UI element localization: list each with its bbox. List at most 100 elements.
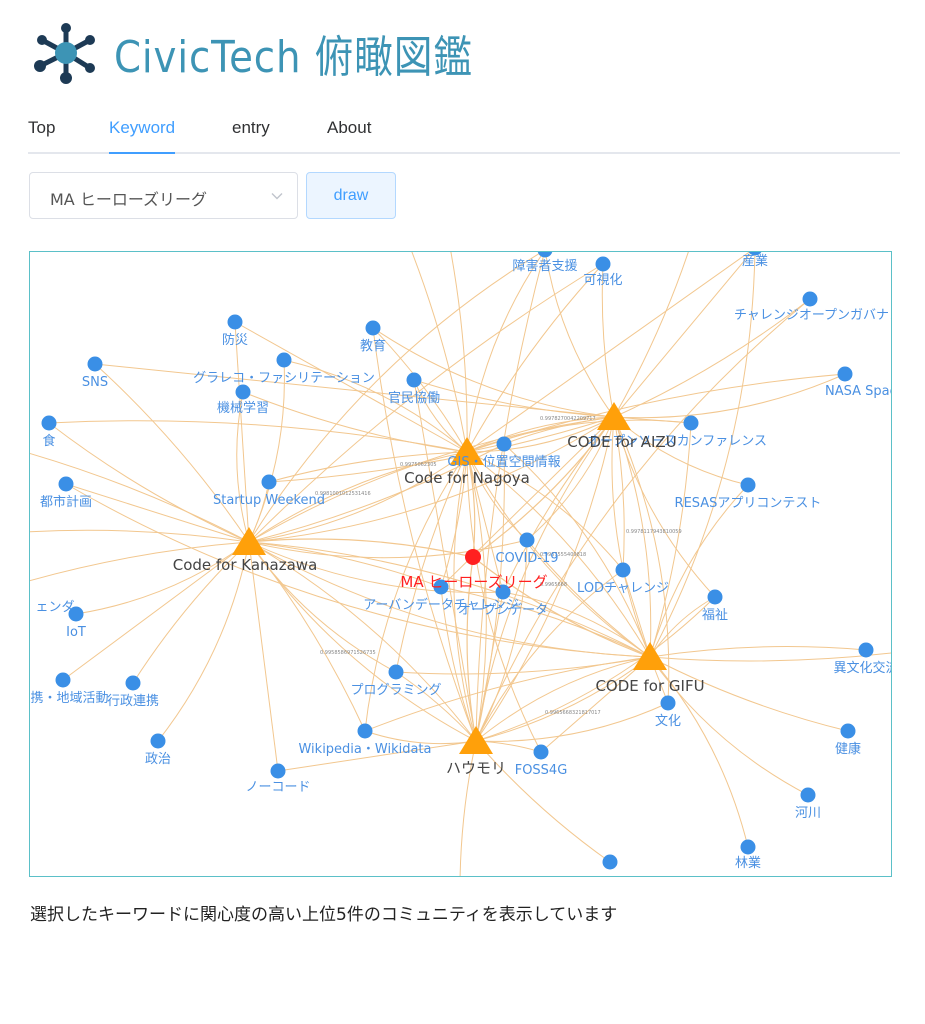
keyword-node[interactable]	[496, 436, 512, 452]
draw-button[interactable]: draw	[306, 172, 396, 219]
graph-edge	[413, 379, 615, 418]
keyword-node[interactable]	[840, 723, 856, 739]
graph-edge	[466, 451, 487, 742]
keyword-label: 連携・地域活動	[30, 690, 109, 706]
keyword-node[interactable]	[68, 606, 84, 622]
keyword-node[interactable]	[595, 256, 611, 272]
keyword-node[interactable]	[748, 252, 763, 256]
community-label: Code for Kanazawa	[173, 556, 318, 574]
keyword-node[interactable]	[125, 675, 141, 691]
keyword-node[interactable]	[837, 366, 853, 382]
keyword-node[interactable]	[519, 532, 535, 548]
graph-edge	[440, 451, 468, 588]
graph-edge	[248, 541, 477, 742]
site-logo[interactable]: CivicTech 俯瞰図鑑	[30, 18, 522, 88]
keyword-node[interactable]	[683, 415, 699, 431]
keyword-node[interactable]	[58, 476, 74, 492]
tab-top[interactable]: Top	[28, 118, 56, 137]
graph-edge	[242, 391, 468, 453]
keyword-node[interactable]	[270, 763, 286, 779]
keyword-node[interactable]	[276, 352, 292, 368]
graph-edge	[475, 740, 611, 863]
community-node[interactable]	[232, 527, 266, 555]
graph-edge	[466, 416, 615, 453]
graph-edge	[248, 416, 615, 543]
keyword-node[interactable]	[150, 733, 166, 749]
keyword-label: 都市計画	[40, 494, 92, 510]
keyword-node[interactable]	[740, 839, 756, 855]
edge-score-label: 0.9978117943810059	[626, 529, 682, 535]
graph-edge	[248, 252, 543, 543]
graph-edge	[613, 416, 625, 571]
keyword-node[interactable]	[365, 320, 381, 336]
graph-edge	[395, 451, 468, 673]
community-node[interactable]	[459, 726, 493, 754]
keyword-label: 官民協働	[388, 390, 440, 406]
graph-edge	[440, 586, 477, 742]
keyword-node[interactable]	[707, 589, 723, 605]
keyword-node[interactable]	[261, 474, 277, 490]
keyword-node[interactable]	[388, 664, 404, 680]
graph-edge	[30, 529, 250, 543]
edge-score-label: 0.9965668321817017	[545, 710, 601, 716]
graph-edge	[372, 327, 477, 742]
keyword-node[interactable]	[87, 356, 103, 372]
keyword-label: Wikipedia・Wikidata	[298, 742, 431, 757]
tab-about[interactable]: About	[327, 118, 372, 137]
keyword-node[interactable]	[433, 579, 449, 595]
tab-entry[interactable]: entry	[232, 118, 270, 137]
graph-edge	[248, 538, 474, 558]
keyword-label: 機械学習	[217, 400, 269, 416]
keyword-node[interactable]	[537, 252, 553, 258]
keyword-label: チャレンジオープンガバナン	[734, 308, 892, 323]
keyword-node[interactable]	[357, 723, 373, 739]
graph-edge	[248, 541, 279, 772]
graph-edge	[613, 416, 670, 704]
keyword-label: 河川	[795, 806, 821, 821]
keyword-node[interactable]	[406, 372, 422, 388]
keyword-select[interactable]: MA ヒーローズリーグ	[29, 172, 298, 219]
keyword-label: アーバンデータチャレンジ	[363, 597, 519, 613]
graph-edge	[611, 416, 651, 658]
graph-edge	[466, 252, 751, 453]
keyword-label: プログラミング	[350, 683, 441, 698]
selected-keyword-node[interactable]	[465, 549, 481, 565]
graph-edge	[613, 416, 652, 658]
keyword-node[interactable]	[858, 642, 874, 658]
keyword-node[interactable]	[802, 291, 818, 307]
keyword-node[interactable]	[800, 787, 816, 803]
graph-edge	[613, 373, 846, 419]
keyword-node[interactable]	[235, 384, 251, 400]
keyword-label: Startup Weekend	[213, 493, 325, 508]
keyword-node[interactable]	[41, 415, 57, 431]
community-label: ハウモリ	[446, 759, 506, 777]
keyword-node[interactable]	[227, 314, 243, 330]
keyword-node[interactable]	[55, 672, 71, 688]
keyword-node[interactable]	[533, 744, 549, 760]
keyword-label: GIS・位置空間情報	[447, 455, 560, 470]
community-label: CODE for GIFU	[595, 677, 704, 695]
graph-edge	[613, 416, 749, 486]
keyword-node[interactable]	[495, 584, 511, 600]
keyword-label: 政治	[145, 752, 171, 767]
graph-edge	[364, 656, 651, 732]
graph-edge	[613, 252, 753, 418]
graph-edge	[613, 252, 689, 418]
graph-edge	[475, 656, 651, 742]
keyword-label: グラレコ・ファシリテーション	[193, 371, 375, 386]
network-graph-canvas[interactable]: 0.99782700422097170.99750623050.99810010…	[30, 252, 892, 877]
keyword-node[interactable]	[740, 477, 756, 493]
keyword-node[interactable]	[602, 854, 618, 870]
chevron-down-icon	[271, 193, 283, 200]
keyword-label: オープンソースカンファレンス	[587, 434, 767, 449]
keyword-node[interactable]	[660, 695, 676, 711]
keyword-node[interactable]	[615, 562, 631, 578]
tab-keyword[interactable]: Keyword	[109, 118, 176, 154]
community-node[interactable]	[597, 402, 631, 430]
graph-edge	[649, 596, 716, 658]
graph-edge	[248, 541, 366, 732]
community-node[interactable]	[633, 642, 667, 670]
community-node[interactable]	[450, 437, 484, 465]
selected-keyword-label: MA ヒーローズリーグ	[400, 573, 547, 591]
